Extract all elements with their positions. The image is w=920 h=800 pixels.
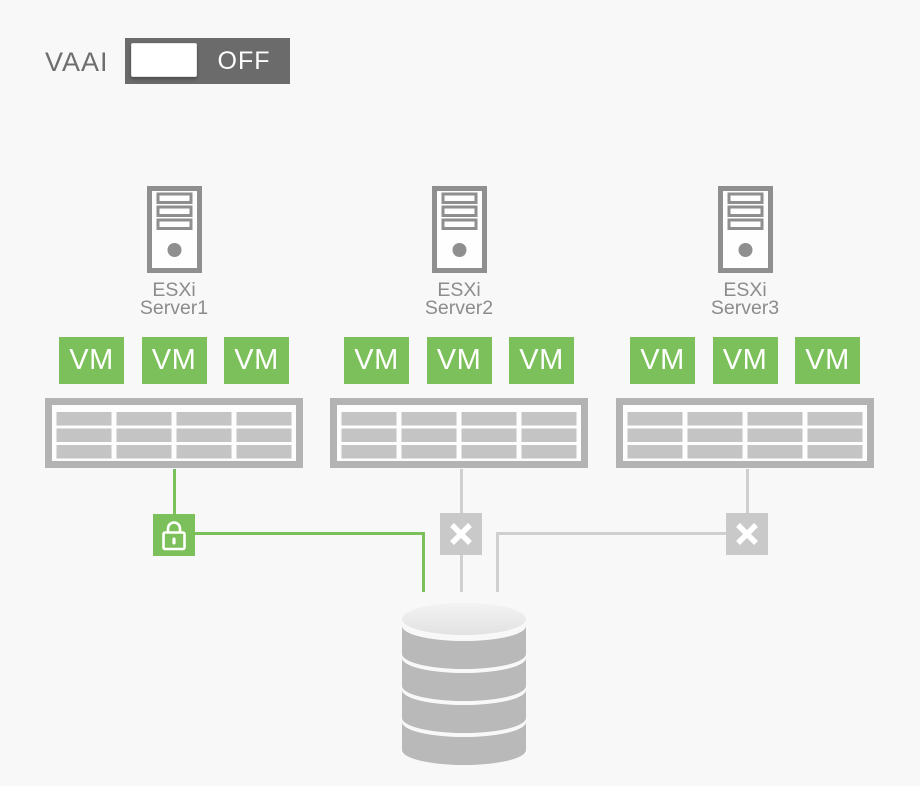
bottom-strip [0,786,920,800]
server-tower-icon [431,186,487,273]
lock-icon [153,514,195,556]
server-name-line2: Server1 [139,297,209,319]
connector-server3-horizontal [495,532,726,535]
vaai-toggle[interactable]: OFF [125,38,290,84]
toggle-knob [131,43,197,77]
server-name-line2: Server3 [710,297,780,319]
connector-server2-upper [460,469,463,514]
vm-badge: VM [795,337,860,384]
vm-badge: VM [59,337,124,384]
vaai-label: VAAI [45,47,109,77]
vm-badge: VM [344,337,409,384]
database-cylinder-icon [402,603,526,765]
vm-row: VM VM VM [45,337,303,384]
x-icon [726,513,768,555]
storage-array-icon [45,398,303,468]
storage-array-icon [616,398,874,468]
vm-badge: VM [141,337,207,384]
vm-badge: VM [426,337,492,384]
toggle-state-label: OFF [217,46,271,75]
vm-badge: VM [712,337,778,384]
vm-badge: VM [224,337,289,384]
server-name-line1: ESXi [152,279,196,301]
connector-server1-vertical [172,469,176,515]
vm-row: VM VM VM [616,337,874,384]
x-icon [440,513,482,555]
connector-server3-upper [745,469,749,514]
vm-row: VM VM VM [330,337,588,384]
server-tower-icon [146,186,202,273]
connector-server1-horizontal [195,532,425,535]
connector-server2-lower [460,555,463,592]
connector-server3-drop [495,532,499,592]
storage-array-icon [330,398,588,468]
server-name-line1: ESXi [437,279,481,301]
server-tower-icon [717,186,773,273]
connector-server1-drop [422,532,425,592]
server-name-line1: ESXi [723,279,767,301]
vm-badge: VM [630,337,695,384]
vm-badge: VM [509,337,574,384]
server-name-line2: Server2 [424,297,494,319]
